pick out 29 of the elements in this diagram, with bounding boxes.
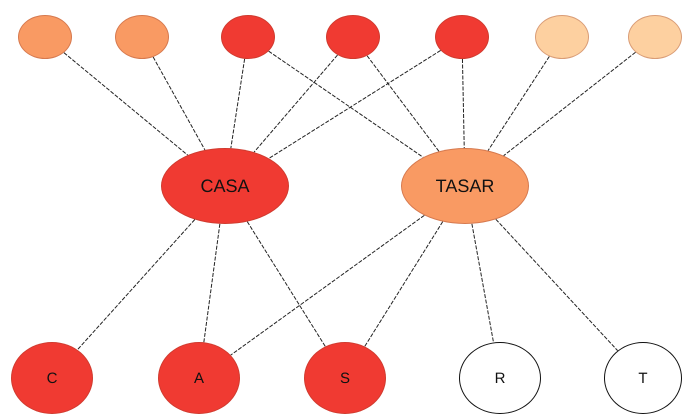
circle-node [326,15,380,59]
node-label: CASA [200,176,250,196]
connector-line [63,52,188,156]
connector-line [364,221,444,347]
connector-line [230,58,246,149]
connector-line [246,221,326,347]
node-label: A [194,370,204,386]
connector-line [471,223,494,343]
connector-line [462,58,465,148]
node-label: TASAR [436,176,494,196]
connector-line [495,218,618,352]
connector-line [488,56,550,152]
circle-node [115,15,169,59]
connector-line [230,214,425,356]
connector-line [76,219,196,350]
connector-line [366,55,440,152]
circle-node [628,15,682,59]
connector-line [152,56,206,150]
connector-line [203,223,220,343]
circle-node [535,15,589,59]
circle-node [18,15,72,59]
connector-line [503,52,636,156]
circle-node [435,15,489,59]
circle-node [221,15,275,59]
connector-line [254,54,338,153]
node-label: T [638,370,648,386]
node-label: R [494,370,506,386]
node-label: C [46,370,58,386]
node-label: S [340,370,350,386]
